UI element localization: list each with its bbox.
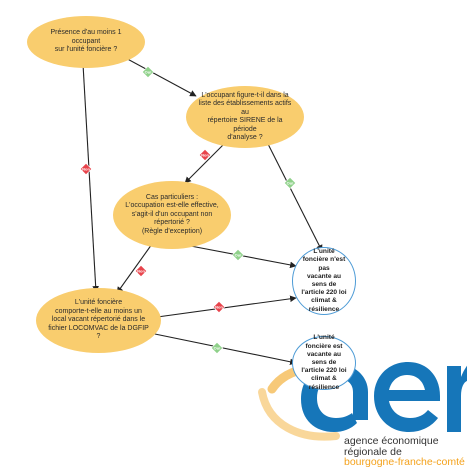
badge-no-label: Non <box>215 305 223 310</box>
badge-yes-label: Oui <box>235 253 242 258</box>
question-locomvac-vacant-text: L'unité foncière comporte-t-elle au moin… <box>48 299 149 341</box>
badge-no-q2: Non <box>198 148 212 162</box>
question-locomvac-vacant: L'unité foncière comporte-t-elle au moin… <box>36 288 161 353</box>
agency-name: agence économique régionale de bourgogne… <box>344 436 465 468</box>
logo-r-icon <box>447 365 467 432</box>
question-exception-rule: Cas particuliers : L'occupation est-elle… <box>113 181 231 249</box>
question-sirene-listed: L'occupant figure-t-il dans la liste des… <box>186 86 304 148</box>
badge-no-q1: Non <box>79 162 93 176</box>
badge-no-q4: Non <box>212 300 226 314</box>
edge-q1-q4 <box>82 63 99 293</box>
result-vacant: L'unité foncière est vacante au sens de … <box>292 334 356 391</box>
badge-yes-label: Oui <box>214 346 221 351</box>
edge-q2-r1 <box>265 139 323 252</box>
badges: Oui Non Non Oui Oui Non Non Oui <box>79 65 297 355</box>
badge-no-label: Non <box>82 167 90 172</box>
edge-q1-q2 <box>121 55 197 97</box>
badge-no-label: Non <box>137 269 145 274</box>
badge-yes-q2: Oui <box>283 176 297 190</box>
edge-q2-q3 <box>184 139 229 184</box>
result-not-vacant-text: L'unité foncière n'est pas vacante au se… <box>301 248 347 313</box>
badge-yes-q1: Oui <box>141 65 155 79</box>
question-occupant-present: Présence d'au moins 1 occupant sur l'uni… <box>27 16 145 68</box>
edge-q3-q4 <box>116 243 153 294</box>
badge-yes-label: Oui <box>145 70 152 75</box>
result-not-vacant: L'unité foncière n'est pas vacante au se… <box>292 247 356 315</box>
badge-no-q3: Non <box>134 264 148 278</box>
badge-yes-q3: Oui <box>231 248 245 262</box>
question-exception-rule-text: Cas particuliers : L'occupation est-elle… <box>125 193 219 235</box>
question-occupant-present-text: Présence d'au moins 1 occupant sur l'uni… <box>50 29 122 54</box>
badge-yes-q4: Oui <box>210 341 224 355</box>
agency-name-line-2: régionale de <box>344 445 402 458</box>
logo-e-icon <box>374 362 440 432</box>
agency-name-line-1: agence économique <box>344 435 439 447</box>
agency-logo <box>258 362 467 441</box>
result-vacant-text: L'unité foncière est vacante au sens de … <box>301 334 347 391</box>
badge-yes-label: Oui <box>287 181 294 186</box>
question-sirene-listed-text: L'occupant figure-t-il dans la liste des… <box>198 91 292 142</box>
logo-orange-swoosh-icon <box>258 388 340 441</box>
agency-name-line-3: bourgogne-franche-comté <box>344 456 465 468</box>
badge-no-label: Non <box>201 153 209 158</box>
